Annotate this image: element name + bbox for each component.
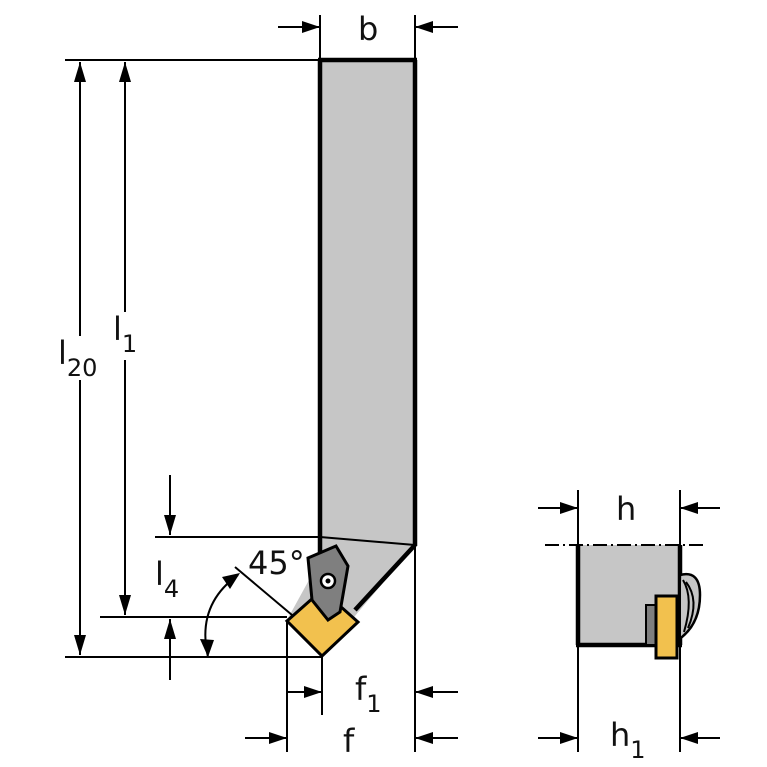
dim-f: f (245, 722, 458, 760)
label-l1: l1 (113, 310, 137, 358)
dim-b: b (278, 10, 458, 48)
clamp-screw-center (325, 578, 331, 584)
dim-l4: l4 (155, 475, 179, 680)
dim-l20: l20 (58, 62, 106, 655)
end-view-insert (654, 594, 679, 660)
front-view: b l20 l1 l4 (58, 10, 458, 760)
label-h: h (616, 490, 636, 528)
label-b: b (358, 10, 378, 48)
tool-shank (287, 60, 415, 655)
dim-h1: h1 (538, 716, 720, 764)
label-f: f (343, 722, 355, 760)
dim-h: h (538, 490, 720, 528)
dim-angle: 45° (200, 544, 305, 658)
shank-chamfer-edge (353, 543, 417, 612)
label-l20: l20 (58, 334, 97, 382)
label-l4: l4 (155, 555, 179, 603)
shank-head-line (319, 536, 416, 546)
label-f1: f1 (355, 670, 382, 718)
end-view: h h1 (538, 490, 720, 764)
dim-l1: l1 (113, 62, 141, 615)
angle-ref-line (234, 566, 293, 616)
label-h1: h1 (610, 716, 646, 764)
dim-f1: f1 (287, 670, 458, 718)
label-angle: 45° (248, 544, 305, 582)
